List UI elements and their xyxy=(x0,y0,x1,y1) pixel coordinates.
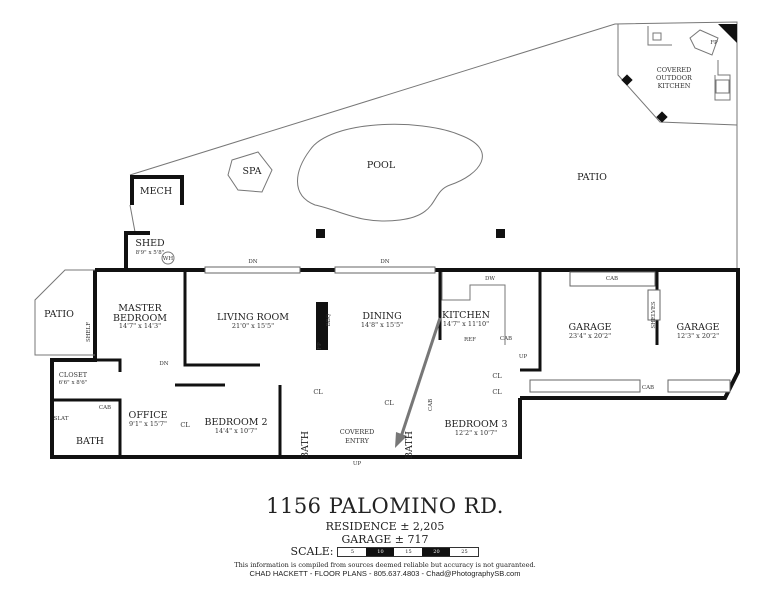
up-label: UP xyxy=(519,354,528,360)
room-label: ENTRY xyxy=(345,437,369,445)
cab-label: CAB xyxy=(99,405,111,411)
spa xyxy=(227,151,273,193)
room-label: OFFICE xyxy=(129,410,168,421)
mech-walls xyxy=(130,175,184,205)
wh-label: WH xyxy=(163,256,174,262)
disclaimer: This information is compiled from source… xyxy=(234,561,536,569)
room-label: KITCHEN xyxy=(442,310,490,321)
pool xyxy=(297,123,483,222)
room-label: GARAGE xyxy=(677,322,720,333)
room-label: OUTDOOR xyxy=(656,74,693,82)
scale-label: SCALE: xyxy=(290,545,334,558)
address-title: 1156 PALOMINO RD. xyxy=(266,494,504,518)
column xyxy=(496,229,505,238)
room-label: CL xyxy=(384,399,394,407)
scale-tick: 25 xyxy=(461,548,468,555)
room-label: SHED xyxy=(135,238,165,249)
room-label: LIVING ROOM xyxy=(217,312,289,323)
shelf-label: SHELF xyxy=(86,322,92,342)
room-dim: 12'2" x 10'7" xyxy=(455,429,497,437)
garage-walls xyxy=(520,268,740,400)
scale-bar: SCALE: 5 10 15 20 25 xyxy=(0,545,770,558)
room-dim: 21'0" x 15'5" xyxy=(232,322,274,330)
room-label: BATH xyxy=(76,436,104,447)
room-label: COVERED xyxy=(340,428,374,436)
dn-label: DN xyxy=(248,259,257,265)
scale-tick: 15 xyxy=(405,548,412,555)
room-dim: 12'3" x 20'2" xyxy=(677,332,719,340)
cab-label: CAB xyxy=(606,276,618,282)
outdoor-kitchen-corner xyxy=(718,24,737,43)
room-label: BEDROOM 3 xyxy=(444,419,507,430)
room-label: CLOSET xyxy=(59,371,88,379)
water-heater xyxy=(161,251,175,265)
dn-label: DN xyxy=(380,259,389,265)
room-dim: 9'1" x 15'7" xyxy=(129,420,167,428)
room-dim: 8'9" x 5'8" xyxy=(136,250,165,256)
slat-label: SLAT xyxy=(54,416,69,422)
yard-boundary xyxy=(129,21,738,272)
room-dim: 14'8" x 15'5" xyxy=(361,321,403,329)
room-dim: 23'4" x 20'2" xyxy=(569,332,611,340)
room-label: CL xyxy=(180,421,190,429)
column xyxy=(316,229,325,238)
residence-area: RESIDENCE ± 2,205 xyxy=(325,520,445,533)
dw-label: DW xyxy=(485,276,495,282)
room-label: PATIO xyxy=(577,172,607,183)
room-dim: 14'7" x 14'3" xyxy=(119,322,161,330)
room-label: POOL xyxy=(367,160,396,171)
room-dim: 14'7" x 11'10" xyxy=(443,320,489,328)
garage-area: GARAGE ± 717 xyxy=(341,533,429,546)
room-label: SPA xyxy=(243,166,262,177)
room-label: CL xyxy=(492,372,502,380)
column xyxy=(656,111,668,123)
room-label: BATH xyxy=(404,431,415,459)
bbq-label: BBQ xyxy=(326,313,332,326)
yard-boundary xyxy=(129,204,136,233)
room-label: BATH xyxy=(300,431,311,459)
scale-tick: 5 xyxy=(350,548,355,555)
outdoor-kitchen-outline xyxy=(617,24,738,126)
fp-label: FP xyxy=(710,40,718,46)
room-label: BEDROOM xyxy=(113,313,167,324)
room-label: MECH xyxy=(140,186,172,197)
room-label: CL xyxy=(492,388,502,396)
cab-label: CAB xyxy=(500,336,512,342)
up-label: UP xyxy=(353,461,362,467)
room-label: KITCHEN xyxy=(658,82,691,90)
column xyxy=(621,74,633,86)
room-label: GARAGE xyxy=(569,322,612,333)
dn-label: DN xyxy=(159,361,168,367)
pointer-arrow xyxy=(398,317,442,441)
room-dim: 6'6" x 8'6" xyxy=(59,380,88,386)
shed-walls xyxy=(124,231,150,268)
scale-ruler: 5 10 15 20 25 xyxy=(337,546,480,557)
cab-label: CAB xyxy=(642,385,654,391)
room-label: BEDROOM 2 xyxy=(204,417,267,428)
room-dim: 14'4" x 10'7" xyxy=(215,427,257,435)
ref-label: REF xyxy=(464,337,476,343)
side-patio xyxy=(34,269,95,356)
scale-tick: 20 xyxy=(422,547,451,556)
contact-info: CHAD HACKETT - FLOOR PLANS - 805.637.480… xyxy=(249,569,521,578)
house-walls xyxy=(50,270,522,459)
cab-label: CAB xyxy=(428,399,434,411)
room-label: PATIO xyxy=(44,309,74,320)
scale-tick: 10 xyxy=(366,547,395,556)
shelves-label: SHELVES xyxy=(651,301,657,329)
room-label: MASTER xyxy=(118,303,162,314)
room-label: DINING xyxy=(362,311,401,322)
room-label: CL xyxy=(313,388,323,396)
fp-label: FP xyxy=(317,342,323,350)
room-label: COVERED xyxy=(657,66,691,74)
